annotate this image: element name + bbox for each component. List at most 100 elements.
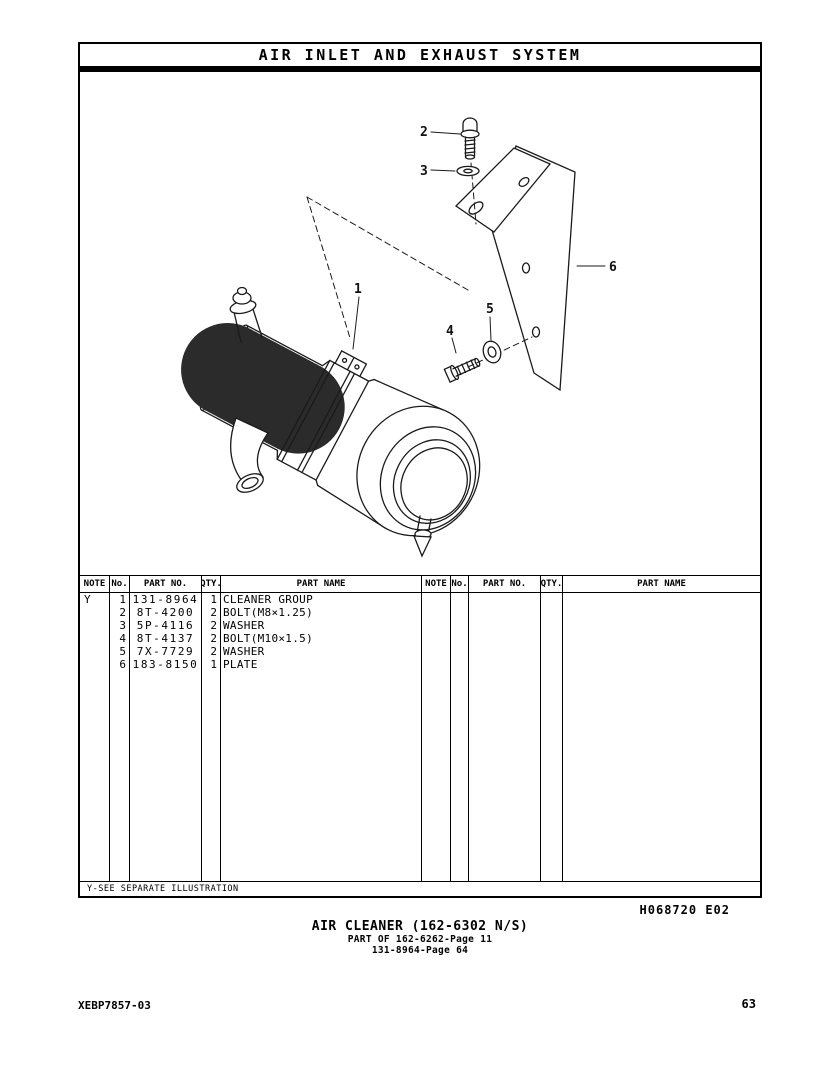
document-code: H068720 E02 bbox=[639, 903, 730, 917]
callout-6: 6 bbox=[609, 260, 617, 275]
cell-part-name: WASHER bbox=[221, 645, 422, 658]
cell-empty bbox=[422, 606, 451, 619]
washer-5 bbox=[482, 340, 502, 364]
cell-empty bbox=[563, 606, 760, 619]
cell-note bbox=[80, 632, 110, 645]
bracket-plate bbox=[454, 145, 576, 392]
cell-part-no: 183-8150 bbox=[130, 658, 202, 671]
cell-empty bbox=[422, 658, 451, 671]
callout-4: 4 bbox=[446, 324, 454, 339]
cell-empty bbox=[563, 645, 760, 658]
column-header-part-name: PART NAME bbox=[221, 575, 422, 593]
outlet-elbow bbox=[229, 417, 269, 493]
cell-part-no: 5P-4116 bbox=[130, 619, 202, 632]
bolt-2 bbox=[460, 117, 480, 160]
cell-empty bbox=[563, 619, 760, 632]
cell-empty bbox=[451, 658, 469, 671]
cell-empty bbox=[422, 593, 451, 606]
cell-empty bbox=[451, 593, 469, 606]
cell-empty bbox=[422, 645, 451, 658]
cell-empty bbox=[469, 645, 541, 658]
cell-empty bbox=[541, 658, 563, 671]
cell-note bbox=[80, 645, 110, 658]
column-header-note-2: NOTE bbox=[422, 575, 451, 593]
cell-no: 4 bbox=[110, 632, 130, 645]
callout-2: 2 bbox=[420, 125, 428, 140]
cell-empty bbox=[451, 619, 469, 632]
column-header-no-2: No. bbox=[451, 575, 469, 593]
cell-empty bbox=[451, 645, 469, 658]
callout-3: 3 bbox=[420, 164, 428, 179]
cell-qty: 2 bbox=[202, 632, 221, 645]
housing-face bbox=[356, 405, 481, 537]
cell-empty bbox=[451, 606, 469, 619]
cell-empty bbox=[469, 632, 541, 645]
cell-no: 6 bbox=[110, 658, 130, 671]
mounting-tab bbox=[334, 350, 368, 378]
cell-part-name: CLEANER GROUP bbox=[221, 593, 422, 606]
washer-3 bbox=[456, 165, 480, 177]
page-number: 63 bbox=[741, 997, 756, 1011]
cell-part-no: 8T-4200 bbox=[130, 606, 202, 619]
cell-no: 5 bbox=[110, 645, 130, 658]
column-header-part-no-2: PART NO. bbox=[469, 575, 541, 593]
page-title: AIR INLET AND EXHAUST SYSTEM bbox=[80, 44, 760, 72]
column-header-qty-2: QTY. bbox=[541, 575, 563, 593]
column-header-part-name-2: PART NAME bbox=[563, 575, 760, 593]
cell-note bbox=[80, 606, 110, 619]
cell-empty bbox=[541, 645, 563, 658]
callout-leaders bbox=[352, 131, 606, 354]
caption-subtitle-1: PART OF 162-6262-Page 11 bbox=[347, 934, 493, 945]
cell-no: 2 bbox=[110, 606, 130, 619]
cell-empty bbox=[469, 619, 541, 632]
inlet-cap bbox=[229, 286, 263, 343]
bolt-4 bbox=[443, 357, 481, 383]
cell-qty: 2 bbox=[202, 606, 221, 619]
cell-empty bbox=[469, 606, 541, 619]
table-filler bbox=[221, 671, 422, 881]
clamp-bands bbox=[276, 359, 370, 481]
cell-part-name: PLATE bbox=[221, 658, 422, 671]
cell-empty bbox=[422, 619, 451, 632]
callout-1: 1 bbox=[354, 282, 362, 297]
table-footnote: Y-SEE SEPARATE ILLUSTRATION bbox=[80, 881, 760, 896]
cell-note: Y bbox=[80, 593, 110, 606]
cell-part-name: BOLT(M10×1.5) bbox=[221, 632, 422, 645]
cell-qty: 1 bbox=[202, 593, 221, 606]
table-filler bbox=[202, 671, 221, 881]
cell-part-no: 8T-4137 bbox=[130, 632, 202, 645]
cell-note bbox=[80, 658, 110, 671]
table-filler bbox=[110, 671, 130, 881]
cell-no: 3 bbox=[110, 619, 130, 632]
cell-part-name: BOLT(M8×1.25) bbox=[221, 606, 422, 619]
cell-qty: 2 bbox=[202, 619, 221, 632]
column-header-part-no: PART NO. bbox=[130, 575, 202, 593]
air-cleaner-drawing bbox=[181, 323, 481, 537]
cell-empty bbox=[541, 632, 563, 645]
cell-empty bbox=[541, 606, 563, 619]
cell-empty bbox=[541, 593, 563, 606]
page-frame: AIR INLET AND EXHAUST SYSTEM bbox=[78, 42, 762, 898]
parts-table: NOTE No. PART NO. QTY. PART NAME NOTE No… bbox=[80, 575, 760, 896]
column-header-note: NOTE bbox=[80, 575, 110, 593]
table-filler bbox=[422, 671, 451, 881]
cell-empty bbox=[422, 632, 451, 645]
callout-5: 5 bbox=[486, 302, 494, 317]
corrugated-section bbox=[181, 323, 345, 454]
cell-empty bbox=[469, 658, 541, 671]
cell-part-no: 7X-7729 bbox=[130, 645, 202, 658]
table-filler bbox=[469, 671, 541, 881]
caption-title: AIR CLEANER (162-6302 N/S) bbox=[311, 919, 529, 934]
illustration-area: 1 2 3 4 5 6 bbox=[80, 72, 760, 575]
cell-qty: 2 bbox=[202, 645, 221, 658]
table-filler bbox=[80, 671, 110, 881]
cell-empty bbox=[541, 619, 563, 632]
table-filler bbox=[541, 671, 563, 881]
cell-empty bbox=[563, 593, 760, 606]
cell-empty bbox=[469, 593, 541, 606]
drain-valve bbox=[413, 515, 432, 558]
cell-empty bbox=[451, 632, 469, 645]
table-filler bbox=[563, 671, 760, 881]
cell-note bbox=[80, 619, 110, 632]
cell-empty bbox=[563, 632, 760, 645]
